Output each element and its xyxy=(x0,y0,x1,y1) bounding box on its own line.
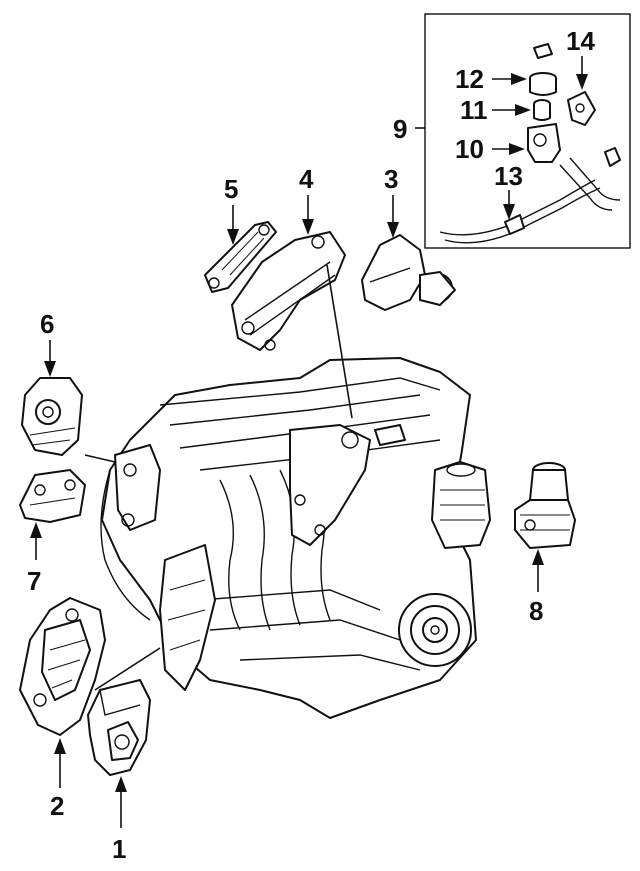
callout-2: 2 xyxy=(50,791,64,821)
callout-4: 4 xyxy=(299,164,314,194)
callout-9: 9 xyxy=(393,114,407,144)
callout-6: 6 xyxy=(40,309,54,339)
part-14-clip xyxy=(567,91,596,126)
part-11-grommet xyxy=(533,99,551,121)
callout-3: 3 xyxy=(384,164,398,194)
part-12-cap xyxy=(529,72,557,96)
callout-13: 13 xyxy=(494,161,523,191)
part-3-upper-mount xyxy=(361,234,456,311)
inset-detail-box xyxy=(415,13,631,249)
part-7-left-bracket xyxy=(19,454,116,523)
callout-1: 1 xyxy=(112,834,126,864)
part-5-torque-rod xyxy=(204,221,277,293)
part-4-torque-bracket xyxy=(231,231,353,419)
engine-block xyxy=(100,357,491,719)
callout-5: 5 xyxy=(224,174,238,204)
callout-10: 10 xyxy=(455,134,484,164)
part-2-rear-mount-bracket xyxy=(19,597,161,736)
leader-arrows xyxy=(30,56,588,828)
callout-7: 7 xyxy=(27,566,41,596)
callout-labels: 1 2 3 4 5 6 7 8 9 10 11 12 13 14 xyxy=(27,26,595,864)
part-10-valve xyxy=(527,123,561,163)
callout-12: 12 xyxy=(455,64,484,94)
callout-8: 8 xyxy=(529,596,543,626)
callout-14: 14 xyxy=(566,26,595,56)
callout-11: 11 xyxy=(460,95,488,125)
part-8-hydraulic-mount xyxy=(514,462,576,549)
part-1-lower-mount xyxy=(87,679,151,776)
part-13-hose xyxy=(439,157,621,244)
part-6-left-mount xyxy=(21,377,83,456)
